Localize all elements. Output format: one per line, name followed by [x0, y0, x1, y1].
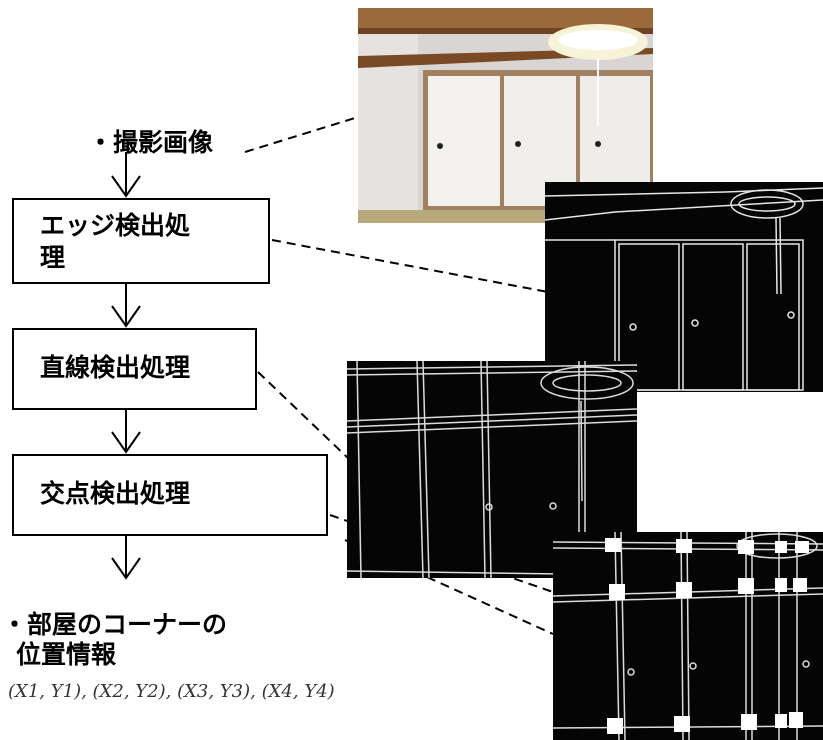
edge-detection-result: [545, 182, 823, 392]
arrow-down-2: [111, 284, 141, 328]
line-detection-result: [347, 361, 637, 578]
step-intersection-detection: 交点検出処理: [12, 454, 328, 536]
flow-arrows: [111, 152, 141, 580]
corner-markers: [605, 538, 809, 734]
corner-coordinates: (X1, Y1), (X2, Y2), (X3, Y3), (X4, Y4): [8, 681, 335, 702]
arrow-down-3: [111, 410, 141, 454]
step-edge-detection: エッジ検出処 理: [12, 198, 270, 284]
step-line-detection-label: 直線検出処理: [40, 353, 191, 382]
step-edge-detection-line1: エッジ検出処: [40, 211, 191, 240]
arrow-down-4: [111, 535, 141, 580]
step-edge-detection-line2: 理: [40, 243, 66, 272]
output-label-line1: ・部屋のコーナーの: [2, 610, 228, 639]
input-image-label: ・撮影画像: [88, 128, 214, 157]
arrow-down-1: [111, 152, 141, 198]
step-intersection-detection-label: 交点検出処理: [40, 479, 191, 508]
output-label: ・部屋のコーナーの 位置情報: [2, 610, 227, 670]
step-line-detection: 直線検出処理: [12, 328, 257, 410]
intersection-detection-result: [553, 532, 823, 740]
output-label-line2: 位置情報: [16, 640, 117, 669]
